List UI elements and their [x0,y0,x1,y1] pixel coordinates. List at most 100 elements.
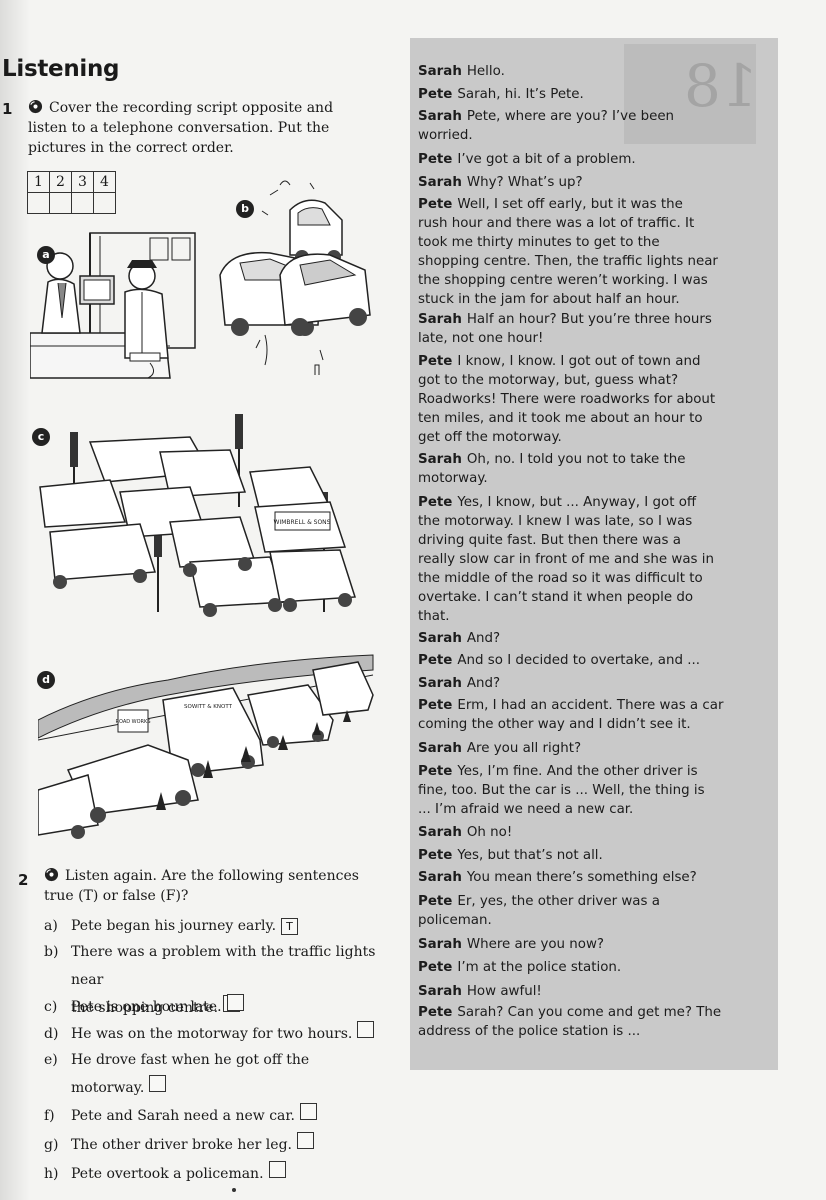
item-letter: d) [44,1026,59,1042]
answer-box[interactable] [296,1132,314,1149]
item-text: Pete and Sarah need a new car. [71,1102,391,1130]
item-letter: f) [44,1108,55,1124]
item-text: He was on the motorway for two hours. [71,1020,391,1048]
speech-text: get off the motorway. [418,430,562,445]
answer-box[interactable] [299,1103,317,1120]
speaker-name: Sarah [418,984,462,999]
script-line: Pete Yes, but that’s not all. [418,846,758,865]
answer-box[interactable]: T [281,918,299,935]
order-header: 2 [49,171,72,193]
speech-text: Roadworks! There were roadworks for abou… [418,392,716,407]
speaker-name: Pete [418,698,453,713]
script-line: Sarah Pete, where are you? I’ve been worri… [418,107,758,145]
speaker-name: Pete [418,1005,453,1020]
speech-text: ten miles, and it took me about an hour … [418,411,703,426]
answer-box[interactable] [268,1161,286,1178]
item-letter: g) [44,1137,59,1153]
task-2-number: 2 [18,871,29,889]
speaker-name: Sarah [418,741,462,756]
speaker-name: Sarah [418,825,462,840]
item-text-line: Pete overtook a policeman. [71,1166,264,1182]
order-header: 3 [71,171,94,193]
speech-text: I’m at the police station. [457,960,622,975]
speaker-name: Sarah [418,870,462,885]
picture-c-traffic-jam: WIMBRELL & SONS [39,414,357,617]
speech-text: Yes, I know, but ... Anyway, I got off [457,495,697,510]
speech-text: You mean there’s something else? [466,870,697,885]
item-text-line: The other driver broke her leg. [71,1137,292,1153]
cd-audio-icon [28,99,43,114]
script-line: Pete And so I decided to overtake, and ..… [418,651,758,670]
speech-text: I know, I know. I got out of town and [457,354,701,369]
speech-text: Well, I set off early, but it was the [457,197,683,212]
speech-text: I’ve got a bit of a problem. [457,152,636,167]
speech-text: Sarah, hi. It’s Pete. [457,87,584,102]
speech-text: Hello. [466,64,505,79]
speaker-name: Sarah [418,937,462,952]
speaker-name: Sarah [418,109,462,124]
order-answer-cell[interactable] [93,192,116,214]
speech-text: And? [466,631,501,646]
picture-a-police-station [30,232,196,379]
speaker-name: Pete [418,848,453,863]
unit-number-tab [624,44,756,144]
item-text-line: Pete is one hour late. [71,999,222,1015]
speaker-name: Sarah [418,631,462,646]
speech-text: got to the motorway, but, guess what? [418,373,679,388]
picture-label-c: c [32,428,50,446]
item-text: Pete began his journey early.T [71,912,391,940]
answer-box[interactable] [357,1021,375,1038]
speaker-name: Pete [418,152,453,167]
item-text-line: Pete began his journey early. [71,918,277,934]
speech-text: took me thirty minutes to get to the [418,235,660,250]
item-text-line: He drove fast when he got off the [71,1052,310,1068]
speech-text: And? [466,676,501,691]
van-sign-text: WIMBRELL & SONS [274,519,331,526]
picture-order-grid: 1 2 3 4 [27,171,116,214]
speech-text: stuck in the jam for about half an hour. [418,292,680,307]
speech-text: rush hour and there was a lot of traffic… [418,216,695,231]
item-letter: b) [44,944,59,960]
speech-text: Yes, but that’s not all. [457,848,603,863]
order-answer-cell[interactable] [27,192,50,214]
speech-text: ... I’m afraid we need a new car. [418,802,634,817]
answer-box[interactable] [226,994,244,1011]
speech-text: fine, too. But the car is ... Well, the … [418,783,705,798]
task-1-instruction: Cover the recording script opposite and … [28,98,368,158]
speech-text: motorway. [418,471,488,486]
picture-label-d: d [37,671,55,689]
item-letter: a) [44,918,58,934]
order-answer-cell[interactable] [71,192,94,214]
speech-text: overtake. I can’t stand it when people d… [418,590,694,605]
script-line: Sarah You mean there’s something else? [418,868,758,887]
task-2-instruction: Listen again. Are the following sentence… [44,866,374,906]
speech-text: worried. [418,128,473,143]
speech-text: And so I decided to overtake, and ... [457,653,701,668]
section-title: Listening [2,56,120,82]
speech-text: late, not one hour! [418,331,544,346]
speech-text: policeman. [418,913,492,928]
speech-text: Pete, where are you? I’ve been [466,109,675,124]
item-text-line: There was a problem with the traffic lig… [71,944,376,988]
speech-text: Yes, I’m fine. And the other driver is [457,764,698,779]
script-line: Pete Erm, I had an accident. There was a … [418,696,758,734]
speech-text: really slow car in front of me and she w… [418,552,714,567]
speaker-name: Sarah [418,175,462,190]
speech-text: that. [418,609,450,624]
picture-label-b: b [236,200,254,218]
speaker-name: Pete [418,894,453,909]
speech-text: shopping centre. Then, the traffic light… [418,254,718,269]
speech-text: Erm, I had an accident. There was a car [457,698,724,713]
order-header: 4 [93,171,116,193]
order-answer-cell[interactable] [49,192,72,214]
answer-box[interactable] [149,1075,167,1092]
speaker-name: Pete [418,653,453,668]
